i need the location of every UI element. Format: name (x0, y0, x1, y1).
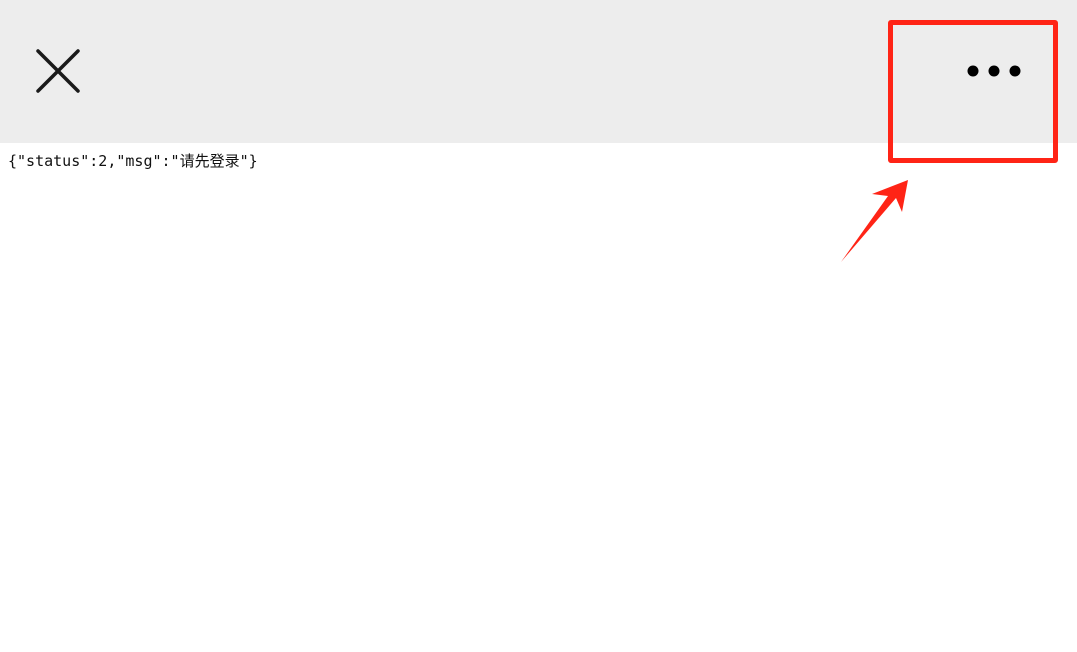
close-button[interactable] (30, 43, 86, 99)
annotation-arrow-icon (841, 180, 908, 262)
close-icon (36, 49, 80, 93)
more-options-button[interactable] (956, 56, 1032, 86)
more-horizontal-icon (967, 65, 1021, 77)
top-navigation-bar (0, 0, 1077, 143)
response-body-text: {"status":2,"msg":"请先登录"} (8, 152, 258, 170)
